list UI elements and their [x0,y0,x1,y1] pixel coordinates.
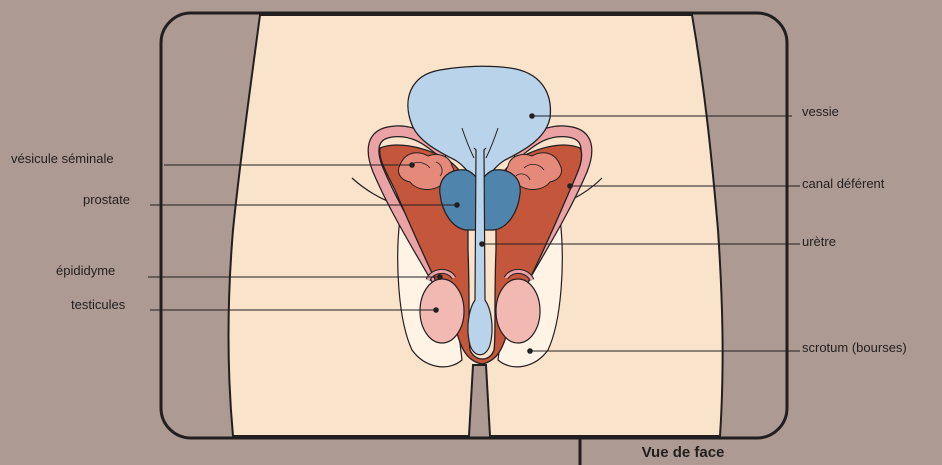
label-vesicule-seminale: vésicule séminale [11,151,114,166]
caption-vue-de-face: Vue de face [642,444,725,461]
label-prostate: prostate [83,192,130,207]
label-canal-deferent: canal déférent [802,176,885,191]
label-vessie: vessie [802,104,839,119]
label-testicules: testicules [71,297,126,312]
label-uretre: urètre [802,234,836,249]
label-scrotum: scrotum (bourses) [802,340,907,355]
label-epididyme: épididyme [56,263,115,278]
